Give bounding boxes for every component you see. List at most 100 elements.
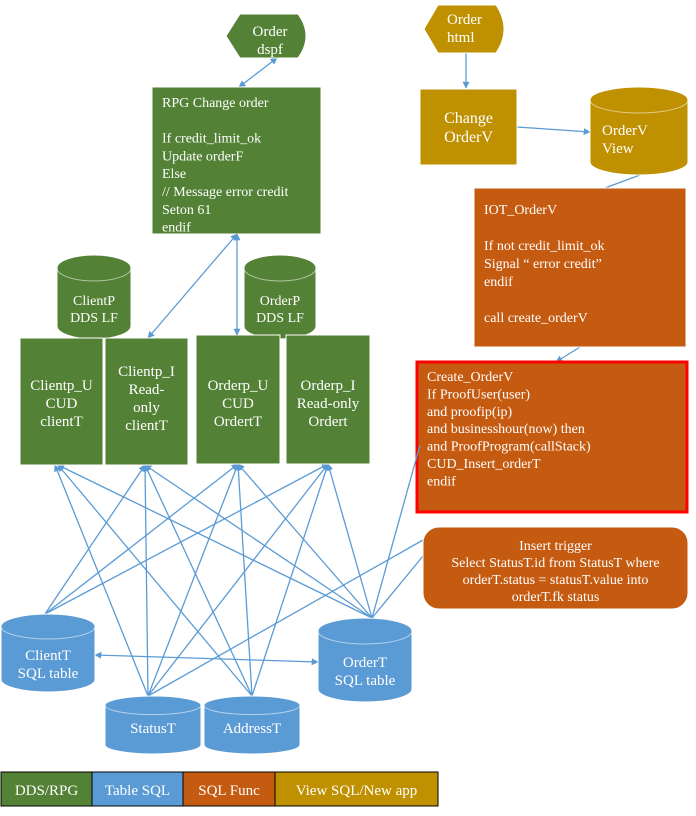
clientt_sql-cylinder-rim [0, 626, 96, 640]
iot_orderv-shape [473, 187, 687, 348]
statust-node: StatusT [104, 695, 202, 755]
legend-label-0: DDS/RPG [15, 783, 79, 799]
insert_trigger-line-2: orderT.status = statusT.value into [463, 573, 649, 588]
rpg_change_order-line-7: endif [162, 221, 191, 236]
clientp_u-line-0: Clientp_U [30, 378, 93, 394]
connector-1 [147, 233, 238, 339]
connector-9 [44, 464, 146, 615]
orderv_view-cylinder-rim [589, 99, 689, 114]
clientp_dds_lf-line-0: ClientP [73, 294, 115, 309]
connector-11 [44, 463, 329, 615]
order_dspf-shape [225, 13, 307, 59]
addresst-cylinder-rim [203, 705, 301, 716]
iot_orderv-line-2: If not credit_limit_ok [484, 239, 605, 254]
clientp_i-line-0: Clientp_I [118, 364, 175, 380]
connector-14 [141, 464, 149, 697]
orderp_i-line-2: Ordert [308, 414, 348, 430]
clientp_i-shape [104, 337, 189, 466]
connector-4 [516, 126, 591, 136]
ordert_sql-line-1: SQL table [335, 673, 396, 689]
connector-7 [371, 555, 424, 619]
statust-cylinder-rim [104, 705, 202, 716]
addresst-node: AddressT [203, 695, 301, 755]
clientp_u-shape [19, 337, 104, 466]
connector-layer [44, 53, 641, 697]
clientp_i-line-3: clientT [125, 418, 167, 434]
clientt_sql-line-0: ClientT [25, 648, 71, 664]
create_orderv-line-6: endif [427, 474, 456, 489]
legend: DDS/RPG Table SQL SQL Func View SQL/New app [0, 771, 439, 807]
rpg_change_order-shape [151, 86, 322, 235]
rpg_change_order-line-3: Update orderF [162, 149, 243, 164]
connector-22 [57, 464, 373, 619]
rpg-change-order-node: RPG Change order If credit_limit_okUpdate… [151, 86, 322, 236]
create_orderv-line-3: and businesshour(now) then [427, 422, 585, 437]
change_orderv-line-0: Change [444, 110, 493, 127]
ordert_sql-line-0: OrderT [343, 655, 387, 671]
connector-8 [371, 444, 421, 619]
orderp_u-line-2: OrdertT [214, 414, 262, 430]
order_html-line-1: html [447, 30, 475, 46]
create_orderv-shape [415, 360, 689, 514]
legend-item-3: View SQL/New app [274, 771, 439, 807]
legend-label-3: View SQL/New app [296, 783, 418, 799]
connector-6 [555, 346, 581, 363]
insert_trigger-shape [422, 526, 689, 610]
connector-0 [238, 57, 278, 88]
create_orderv-line-1: If ProofUser(user) [427, 387, 530, 402]
connector-5 [604, 174, 641, 189]
order_dspf-line-0: Order [253, 24, 288, 40]
clientp_dds_lf-shape [56, 254, 132, 340]
orderp_i-line-1: Read-only [297, 396, 360, 412]
legend-item-2: SQL Func [182, 771, 276, 807]
orderp_dds_lf-cylinder-rim [243, 267, 317, 282]
connector-20 [234, 463, 253, 697]
connector-overlay-layer [233, 233, 421, 619]
insert_trigger-line-1: Select StatusT.id from StatusT where [451, 556, 659, 571]
rpg_change_order-line-0: RPG Change order [162, 96, 269, 111]
orderp_dds_lf-line-1: DDS LF [256, 311, 304, 326]
clientp-i-node: Clientp_I Read-only clientT [104, 337, 189, 466]
change_orderv-shape [419, 88, 518, 166]
orderv_view-line-0: OrderV [602, 123, 648, 139]
connector-23 [237, 463, 373, 619]
orderp_i-line-0: Orderp_I [301, 378, 356, 394]
orderv_view-shape [589, 86, 689, 176]
clientt_sql-shape [0, 613, 96, 693]
create_orderv-line-4: and ProofProgram(callStack) [427, 440, 591, 455]
order_html-shape [423, 4, 505, 54]
clientp_i-line-2: only [133, 400, 160, 416]
connector-10 [44, 463, 239, 615]
clientp_i-line-1: Read- [129, 382, 165, 398]
addresst-line-0: AddressT [223, 721, 281, 737]
clientp_u-line-1: CUD [46, 396, 78, 412]
rpg_change_order-line-5: // Message error credit [162, 185, 288, 200]
connector-17 [147, 539, 424, 697]
create_orderv-line-2: and proofip(ip) [427, 405, 512, 420]
legend-item-1: Table SQL [91, 771, 184, 807]
orderp_u-shape [195, 334, 281, 465]
ordert_sql-cylinder-rim [317, 630, 413, 645]
rpg_change_order-line-2: If credit_limit_ok [162, 132, 261, 147]
orderp_u-line-1: CUD [222, 396, 254, 412]
insert_trigger-line-3: orderT.fk status [512, 590, 600, 605]
clientp_dds_lf-line-1: DDS LF [70, 311, 118, 326]
legend-label-1: Table SQL [105, 783, 170, 799]
legend-swatch-3 [274, 771, 439, 807]
legend-item-0: DDS/RPG [0, 771, 93, 807]
iot_orderv-line-3: Signal “ error credit” [484, 257, 602, 272]
ordert-sql-node: OrderT SQL table [317, 617, 413, 703]
create_orderv-line-5: CUD_Insert_orderT [427, 457, 541, 472]
